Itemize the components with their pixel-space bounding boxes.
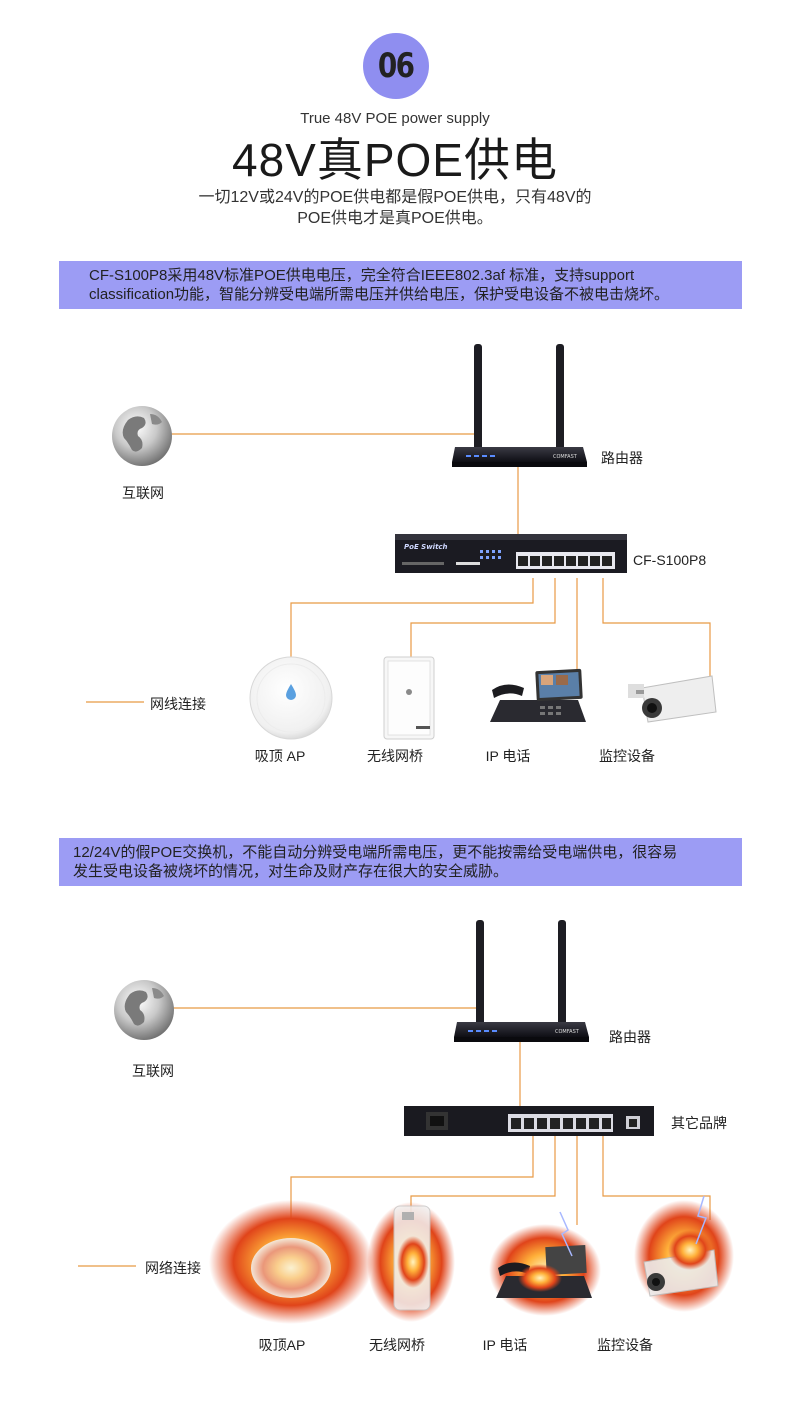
switch-model-label: CF-S100P8: [633, 552, 707, 568]
surveillance-camera-icon: [628, 675, 717, 723]
burning-wireless-bridge-icon: [367, 1202, 455, 1322]
fake-poe-warning-banner: 12/24V的假POE交换机，不能自动分辨受电端所需电压，更不能按需给受电端供电…: [59, 838, 742, 886]
router-icon: COMFAST: [452, 344, 587, 467]
section-number-badge: 06: [363, 33, 429, 99]
device-label-phone: IP 电话: [482, 1337, 528, 1353]
page-title: 48V真POE供电: [232, 134, 558, 186]
device-label-bridge: 无线网桥: [367, 748, 423, 764]
section1-lines: [86, 433, 711, 703]
router-label: 路由器: [601, 450, 643, 466]
device-label-ap: 吸顶 AP: [254, 748, 306, 764]
banner-line: classification功能，智能分辨受电端所需电压并供给电压，保护受电设备…: [89, 286, 670, 303]
legend-label: 网线连接: [150, 696, 206, 712]
switch-panel-text: PoE Switch: [404, 543, 448, 551]
globe-icon: [112, 406, 172, 466]
intro-line: POE供电才是真POE供电。: [297, 210, 493, 227]
wireless-bridge-icon: [383, 656, 435, 740]
ip-phone-icon: [490, 668, 586, 722]
router-icon: COMFAST: [454, 920, 589, 1042]
router-brand: COMFAST: [555, 1029, 580, 1035]
globe-icon: [114, 980, 174, 1040]
other-brand-label: 其它品牌: [671, 1115, 727, 1131]
banner-line: CF-S100P8采用48V标准POE供电电压，完全符合IEEE802.3af …: [89, 267, 635, 284]
section-number: 06: [378, 46, 415, 86]
intro-text: 一切12V或24V的POE供电都是假POE供电，只有48V的 POE供电才是真P…: [0, 187, 790, 229]
ceiling-ap-icon: [249, 656, 333, 740]
legend-label: 网络连接: [145, 1260, 201, 1276]
internet-label: 互联网: [132, 1063, 174, 1079]
router-label: 路由器: [609, 1029, 651, 1045]
device-label-phone: IP 电话: [485, 748, 531, 764]
poe-switch-icon: PoE Switch: [395, 534, 627, 573]
burning-camera-icon: [634, 1195, 734, 1312]
burning-ceiling-ap-icon: [209, 1200, 373, 1324]
other-brand-switch-icon: [404, 1106, 654, 1136]
banner-line: 12/24V的假POE交换机，不能自动分辨受电端所需电压，更不能按需给受电端供电…: [73, 844, 678, 861]
device-label-ap: 吸顶AP: [258, 1337, 306, 1353]
device-label-bridge: 无线网桥: [369, 1337, 425, 1353]
device-label-camera: 监控设备: [597, 1337, 653, 1353]
intro-line: 一切12V或24V的POE供电都是假POE供电，只有48V的: [198, 189, 592, 206]
true-poe-description-banner: CF-S100P8采用48V标准POE供电电压，完全符合IEEE802.3af …: [59, 261, 742, 309]
device-label-camera: 监控设备: [599, 748, 655, 764]
burning-ip-phone-icon: [489, 1211, 601, 1316]
router-brand: COMFAST: [553, 454, 578, 460]
english-subtitle: True 48V POE power supply: [300, 110, 490, 127]
banner-line: 发生受电设备被烧坏的情况，对生命及财产存在很大的安全威胁。: [73, 863, 509, 880]
internet-label: 互联网: [122, 485, 164, 501]
